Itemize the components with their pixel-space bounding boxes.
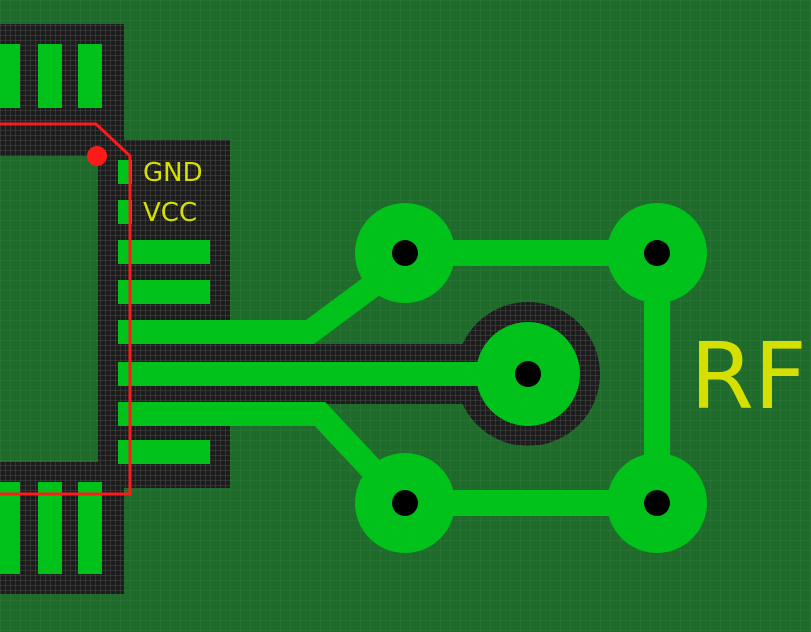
drill-hole: [515, 361, 541, 387]
label-vcc: VCC: [143, 198, 197, 228]
label-gnd: GND: [143, 158, 203, 188]
keepout-ic-pads: [98, 140, 230, 488]
rf-connector-pads: [355, 203, 707, 553]
connector-pad[interactable]: [0, 482, 20, 574]
connector-pad[interactable]: [0, 44, 20, 108]
connector-pad[interactable]: [78, 44, 102, 108]
smd-pad[interactable]: [118, 240, 210, 264]
smd-pad[interactable]: [118, 280, 210, 304]
drill-hole: [392, 240, 418, 266]
label-rf: RF: [690, 323, 807, 430]
smd-pad[interactable]: [118, 440, 210, 464]
drill-hole: [644, 490, 670, 516]
drill-hole: [644, 240, 670, 266]
board-under-ic: [0, 156, 98, 462]
drill-hole: [392, 490, 418, 516]
connector-pad[interactable]: [78, 482, 102, 574]
connector-pads-top: [0, 44, 102, 108]
outline-top-edge: [0, 122, 132, 496]
pin1-marker: [87, 146, 107, 166]
trace-upper-ground[interactable]: [118, 270, 388, 344]
trace-lower-ground[interactable]: [118, 402, 389, 487]
connector-pad[interactable]: [38, 482, 62, 574]
connector-pad[interactable]: [38, 44, 62, 108]
component-outline: [0, 122, 132, 496]
connector-pads-bottom: [0, 482, 102, 574]
